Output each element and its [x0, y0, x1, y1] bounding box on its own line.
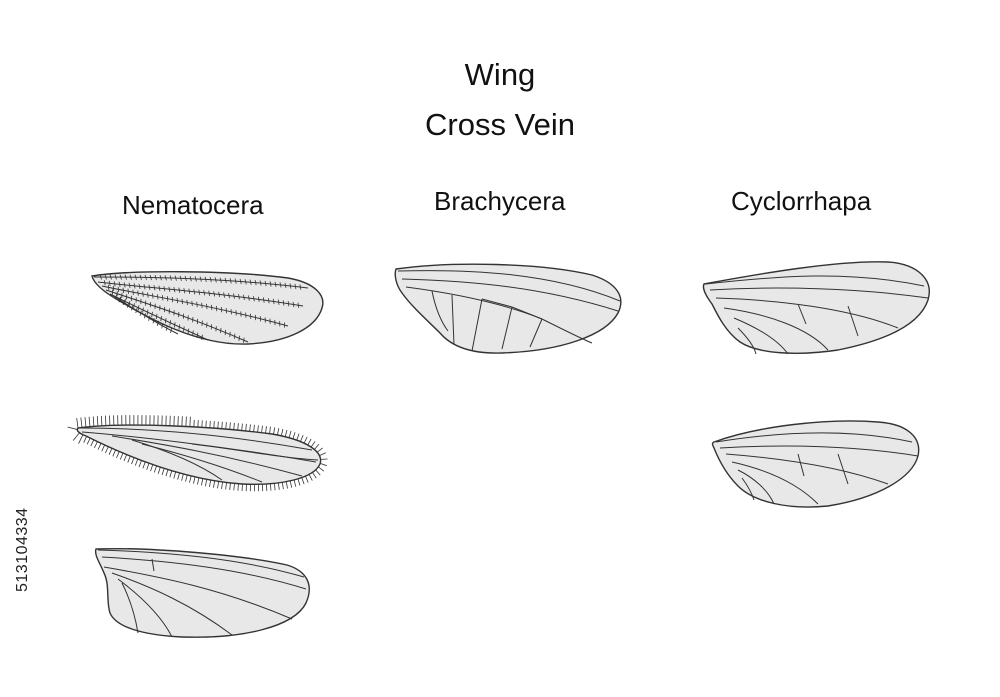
cyclorrhapa-wing-2 [711, 420, 920, 508]
cyclorrhapa-wing-1 [702, 261, 930, 355]
label-cyclorrhapa: Cyclorrhapa [731, 186, 872, 216]
nematocera-wing-3 [94, 548, 310, 638]
label-nematocera: Nematocera [122, 190, 264, 220]
nematocera-wing-1 [91, 271, 324, 345]
stock-id-watermark: 513104334 [14, 507, 31, 592]
brachycera-wing [394, 263, 622, 354]
nematocera-wing-2 [67, 415, 328, 492]
label-brachycera: Brachycera [434, 186, 566, 216]
diagram-title: Wing [464, 57, 536, 92]
diagram-subtitle: Cross Vein [425, 107, 575, 142]
